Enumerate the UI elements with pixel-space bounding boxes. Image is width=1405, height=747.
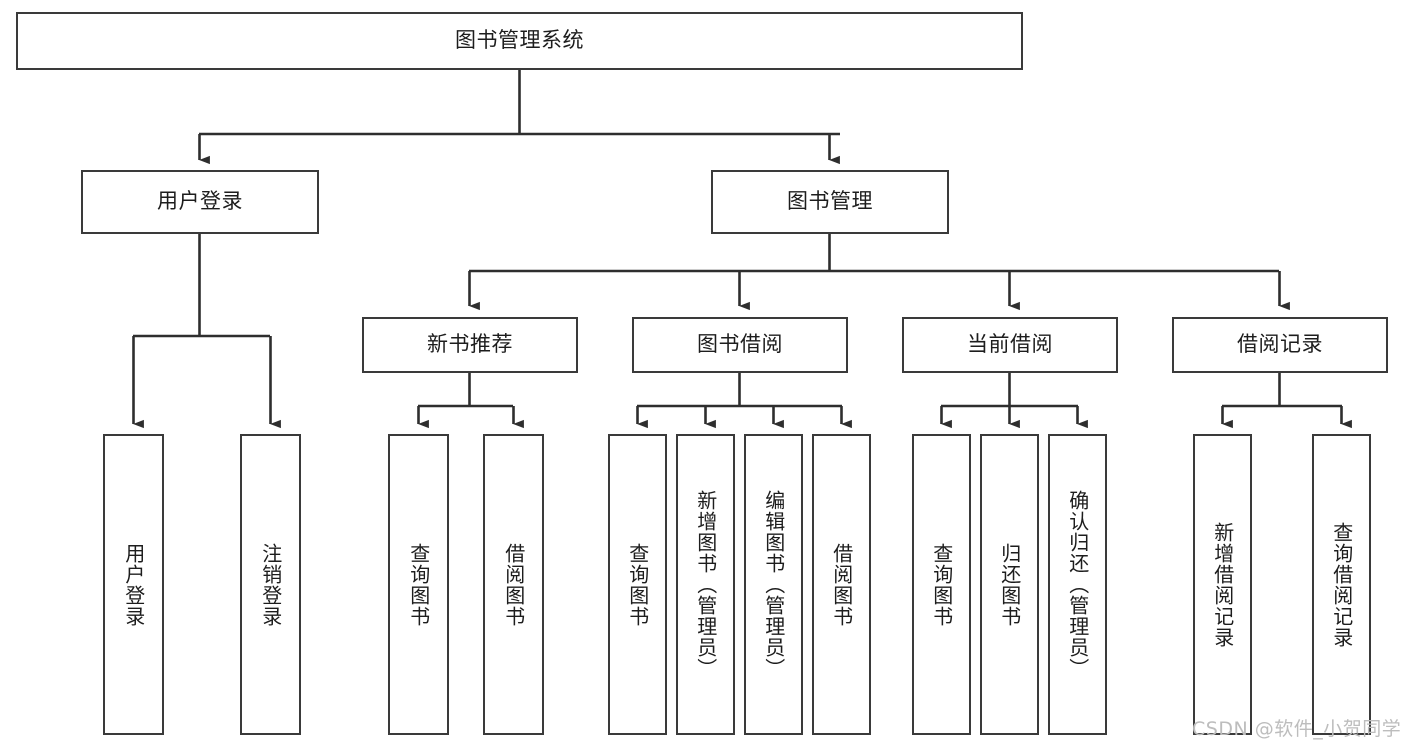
node-leaf-user-logout[interactable]: 注销登录 [240,434,301,735]
node-leaf-borrow-book-2-label: 借阅图书 [829,542,854,627]
node-user-login[interactable]: 用户登录 [81,170,319,234]
node-borrow-record[interactable]: 借阅记录 [1172,317,1388,373]
node-new-book-recommend-label: 新书推荐 [427,332,513,357]
node-current-borrow-label: 当前借阅 [967,332,1053,357]
node-leaf-add-book-label: 新增图书（管理员） [693,490,718,679]
node-leaf-query-book-1[interactable]: 查询图书 [388,434,449,735]
node-leaf-user-logout-label: 注销登录 [258,542,283,627]
node-leaf-borrow-book-2[interactable]: 借阅图书 [812,434,871,735]
node-book-management[interactable]: 图书管理 [711,170,949,234]
node-leaf-query-book-1-label: 查询图书 [406,542,431,627]
node-leaf-add-record[interactable]: 新增借阅记录 [1193,434,1252,735]
node-leaf-confirm-return[interactable]: 确认归还（管理员） [1048,434,1107,735]
node-leaf-query-book-3-label: 查询图书 [929,542,954,627]
node-root-label: 图书管理系统 [455,28,584,53]
node-leaf-query-book-3[interactable]: 查询图书 [912,434,971,735]
node-borrow-record-label: 借阅记录 [1237,332,1323,357]
node-leaf-borrow-book-1[interactable]: 借阅图书 [483,434,544,735]
node-leaf-query-record[interactable]: 查询借阅记录 [1312,434,1371,735]
node-root[interactable]: 图书管理系统 [16,12,1023,70]
node-leaf-user-login-label: 用户登录 [121,542,146,627]
node-leaf-borrow-book-1-label: 借阅图书 [501,542,526,627]
node-leaf-add-record-label: 新增借阅记录 [1210,521,1235,648]
node-leaf-query-book-2[interactable]: 查询图书 [608,434,667,735]
node-leaf-add-book[interactable]: 新增图书（管理员） [676,434,735,735]
node-leaf-return-book-label: 归还图书 [997,542,1022,627]
node-current-borrow[interactable]: 当前借阅 [902,317,1118,373]
node-leaf-edit-book-label: 编辑图书（管理员） [761,490,786,679]
node-leaf-confirm-return-label: 确认归还（管理员） [1065,490,1090,679]
node-book-management-label: 图书管理 [787,189,873,214]
node-book-borrow[interactable]: 图书借阅 [632,317,848,373]
node-leaf-query-record-label: 查询借阅记录 [1329,521,1354,648]
node-leaf-query-book-2-label: 查询图书 [625,542,650,627]
node-leaf-return-book[interactable]: 归还图书 [980,434,1039,735]
node-book-borrow-label: 图书借阅 [697,332,783,357]
node-leaf-edit-book[interactable]: 编辑图书（管理员） [744,434,803,735]
node-user-login-label: 用户登录 [157,189,243,214]
node-new-book-recommend[interactable]: 新书推荐 [362,317,578,373]
node-leaf-user-login[interactable]: 用户登录 [103,434,164,735]
